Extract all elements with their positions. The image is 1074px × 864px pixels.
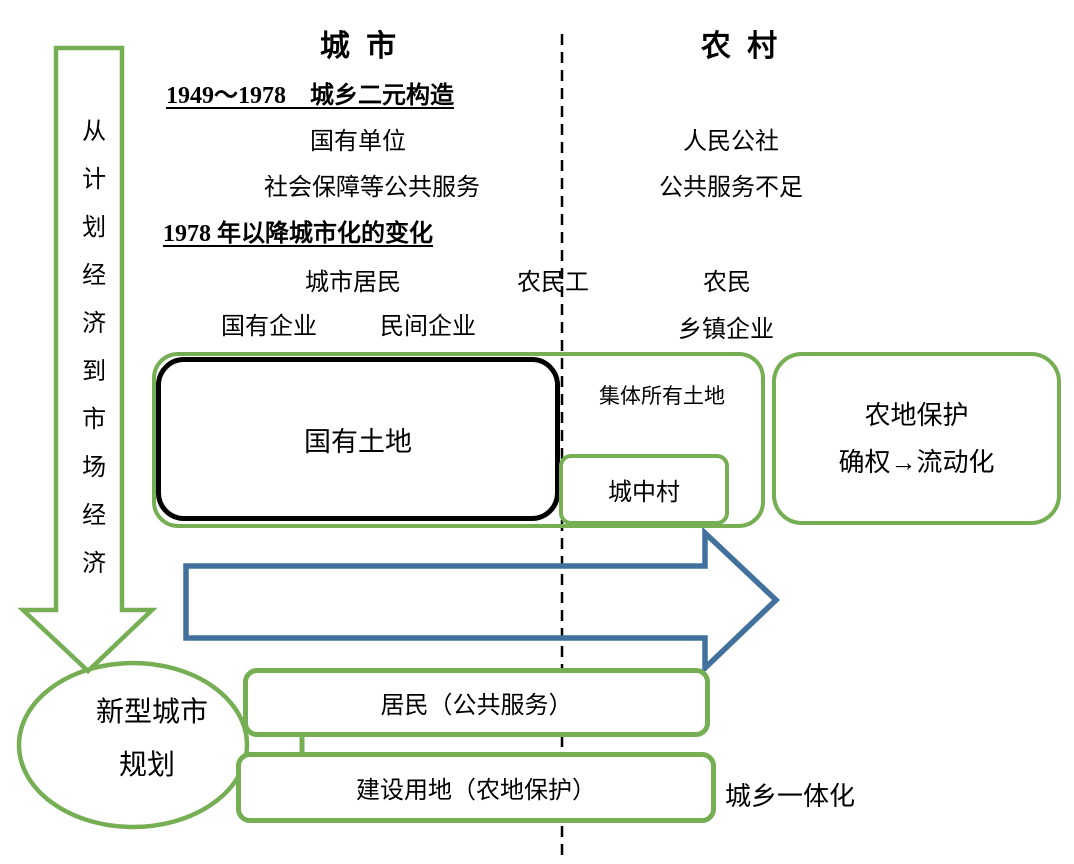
farmland-protection-line1: 农地保护: [864, 400, 969, 430]
transition-arrow: [183, 526, 780, 675]
state-enterprises-label: 国有企业: [221, 314, 317, 340]
collective-land-box: [152, 352, 765, 528]
farmland-protection-line2: 确权→流动化: [838, 447, 995, 477]
rural-column-title: 农 村: [700, 30, 782, 63]
farmland-protection-box: 农地保护 确权→流动化: [772, 352, 1061, 525]
era1-rural-item-peoples-commune: 人民公社: [683, 129, 779, 155]
residents-service-label: 居民（公共服务）: [380, 693, 573, 719]
era1-rural-item-insufficient-services: 公共服务不足: [659, 175, 803, 201]
township-enterprises-label: 乡镇企业: [678, 317, 774, 343]
residents-service-box: 居民（公共服务）: [243, 668, 710, 737]
new-urban-planning-label-line1: 新型城市: [95, 697, 209, 728]
urban-village-label: 城中村: [608, 480, 680, 506]
era2-heading: 1978 年以降城市化的变化: [163, 221, 433, 247]
urban-rural-integration-label: 城乡一体化: [725, 782, 856, 811]
era1-urban-item-state-units: 国有单位: [310, 129, 406, 155]
planned-to-market-label: 从计划经济到市场经济: [77, 118, 104, 598]
state-land-box: 国有土地: [156, 357, 560, 521]
construction-land-box: 建设用地（农地保护）: [236, 752, 716, 823]
state-land-label: 国有土地: [304, 426, 412, 457]
farmers-label: 农民: [703, 270, 751, 296]
migrant-workers-label: 农民工: [517, 270, 589, 296]
private-enterprises-label: 民间企业: [380, 314, 476, 340]
era1-urban-item-social-security: 社会保障等公共服务: [264, 175, 480, 201]
construction-land-label: 建设用地（农地保护）: [356, 778, 596, 804]
urban-residents-label: 城市居民: [305, 270, 401, 296]
urban-column-title: 城 市: [319, 30, 401, 63]
new-urban-planning-ellipse: [16, 660, 250, 830]
era1-heading: 1949～1978 城乡二元构造: [166, 83, 454, 109]
urban-village-box: 城中村: [559, 454, 729, 525]
collective-land-label: 集体所有土地: [599, 384, 725, 408]
planned-to-market-arrow: [17, 45, 158, 675]
new-urban-planning-label-line2: 规划: [118, 750, 176, 781]
